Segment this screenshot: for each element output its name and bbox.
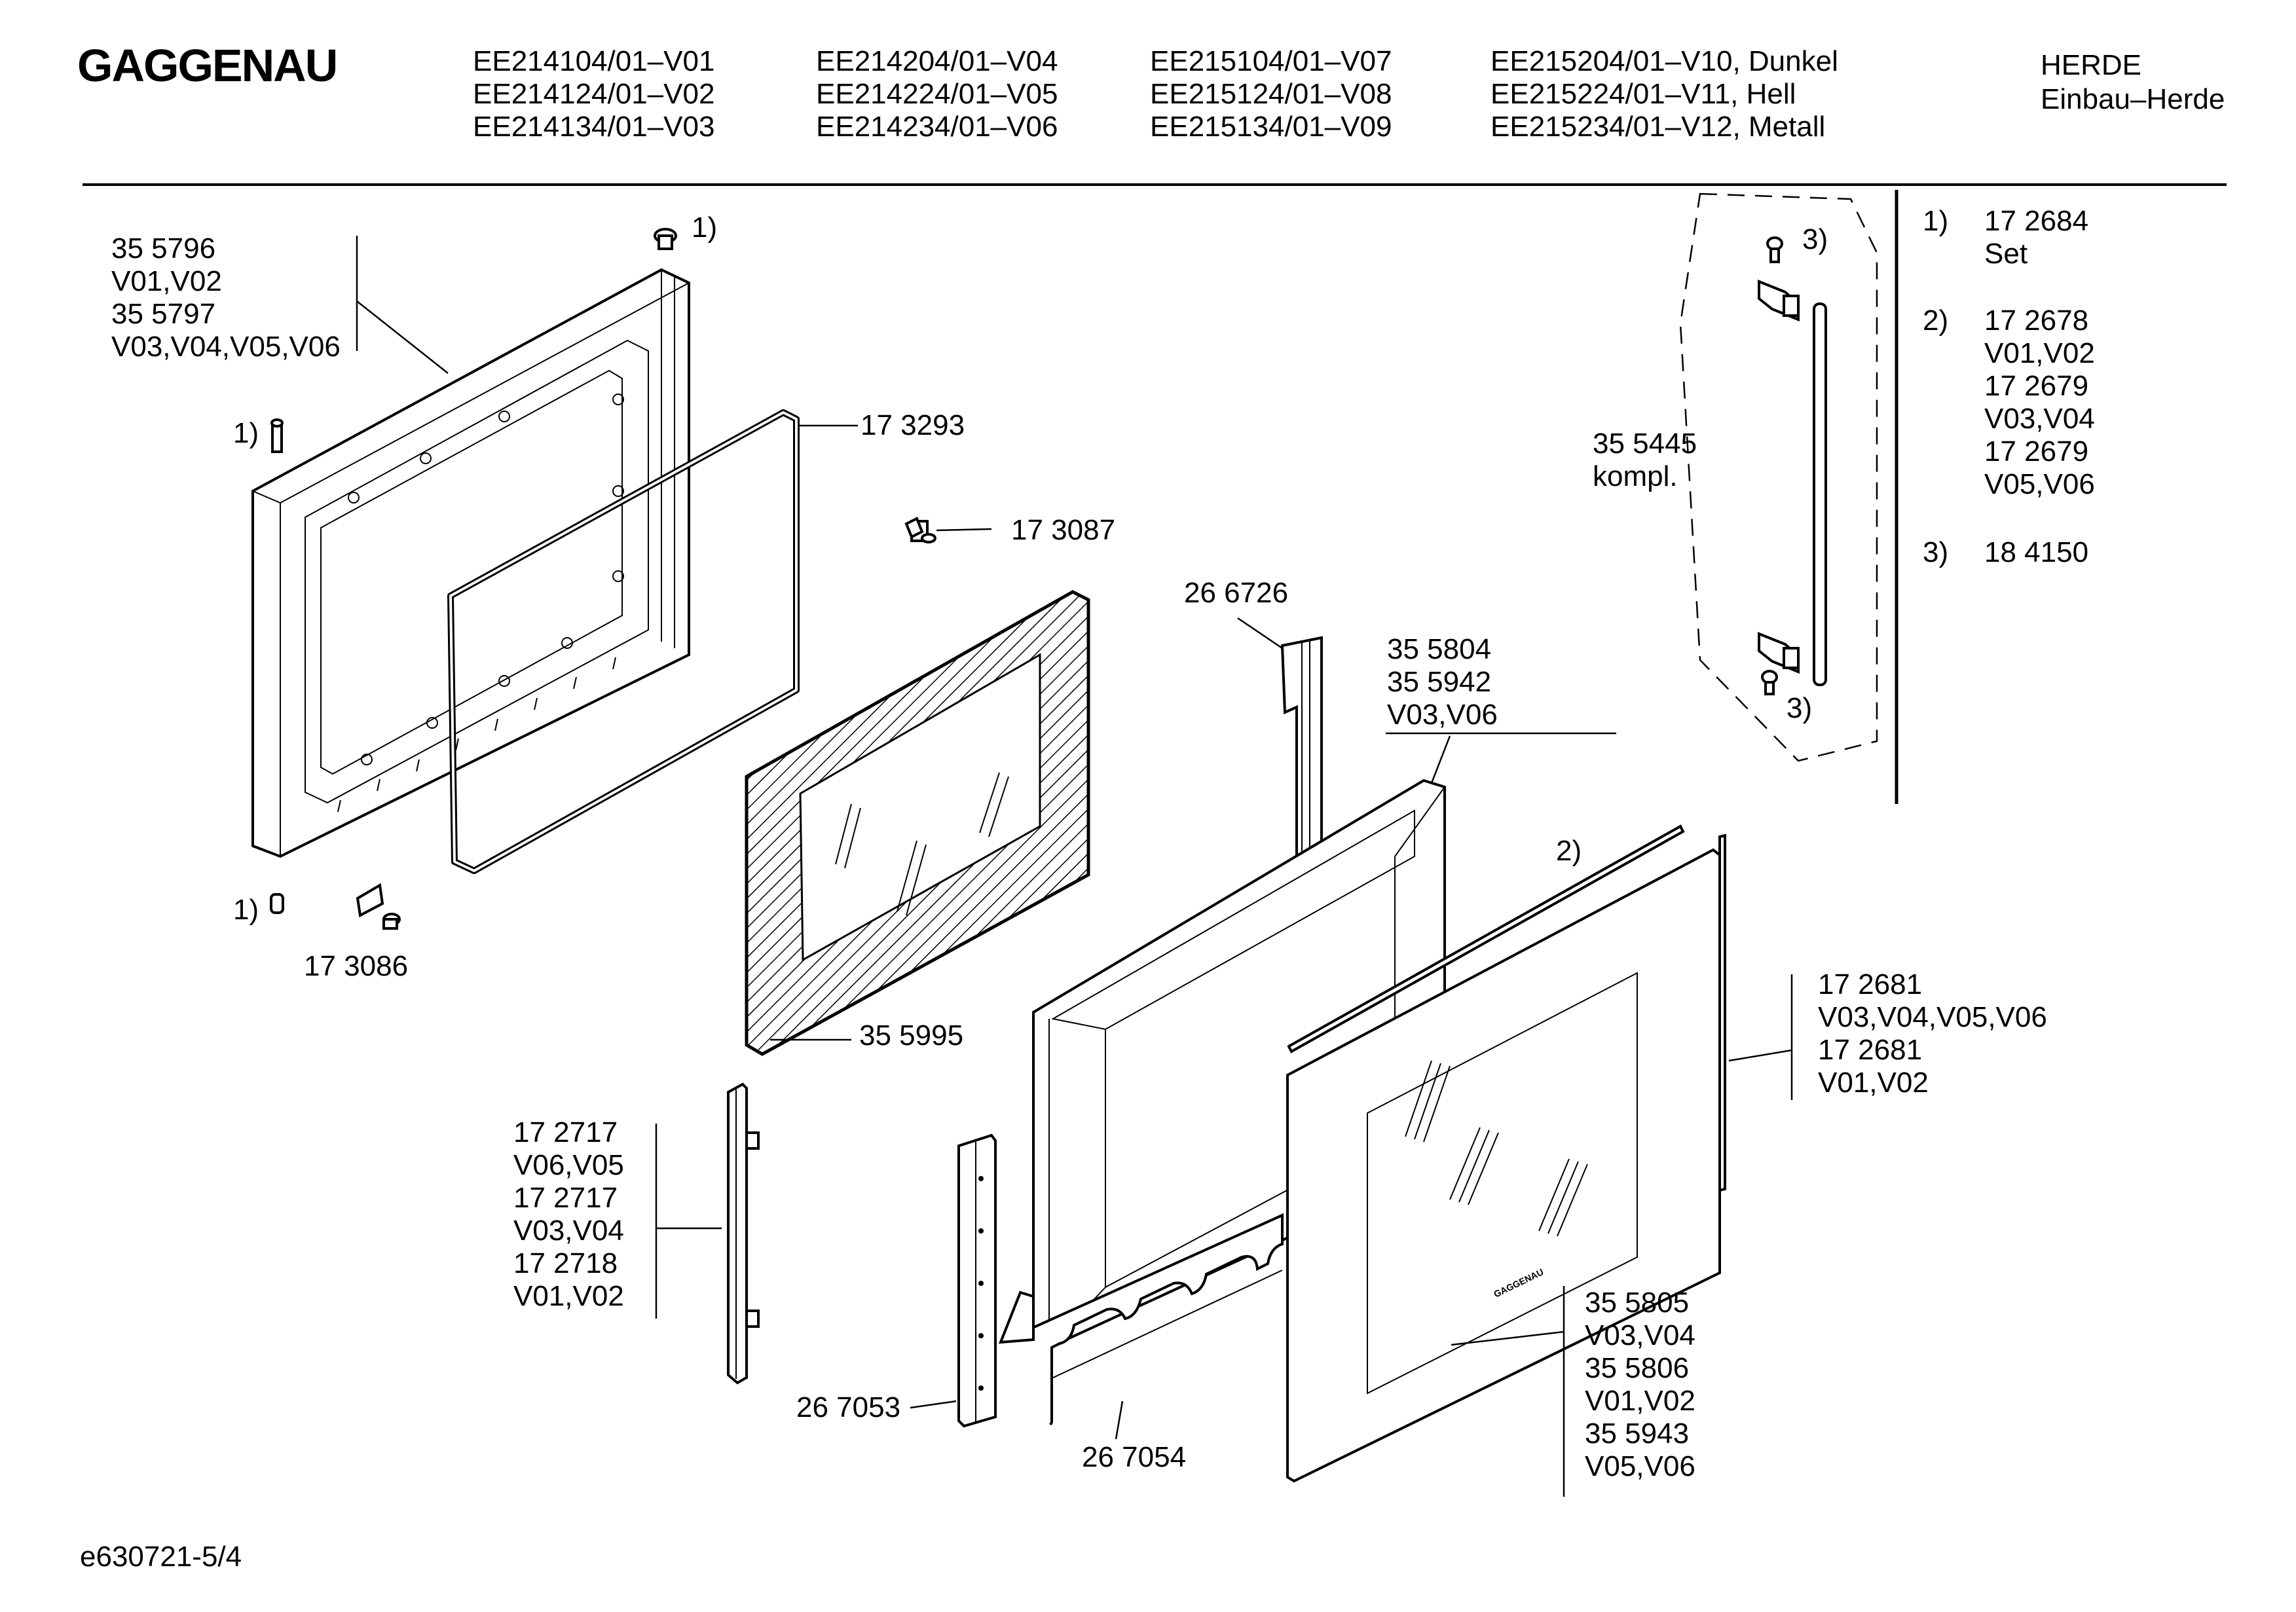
model-entry: EE214124/01–V02 [473,78,714,110]
model-entry: EE215204/01–V10, Dunkel [1491,45,1838,77]
legend-value: Set [1984,238,2028,270]
leader-line [1237,617,1283,650]
callout-ref: 3) [1787,692,1812,724]
leader-line [936,528,992,532]
callout-ref: 1) [233,894,259,926]
leader-line [1430,735,1451,784]
callout-ref: 3) [1802,223,1828,255]
callout-text: V01,V02 [111,265,222,297]
callout-text: 17 2717 [513,1116,618,1148]
callout-text: 17 3086 [304,950,408,982]
screw-part [904,517,936,543]
leader-line [356,301,449,374]
frame-pin-left [270,418,284,453]
legend-num: 1) [1923,205,1948,237]
callout-text: V03,V04 [513,1215,624,1247]
callout-text: V03,V04 [1585,1319,1695,1351]
legend-value: 17 2679 [1984,435,2088,467]
callout-text: 17 2718 [513,1247,618,1279]
callout-text: 17 3087 [1011,514,1115,546]
model-entry: EE215234/01–V12, Metall [1491,111,1825,143]
model-list: EE214104/01–V01 EE214124/01–V02 EE214134… [473,45,1838,143]
callout-text: V01,V02 [1585,1385,1695,1417]
screw-icon [1766,236,1783,263]
model-entry: EE214224/01–V05 [816,78,1058,110]
callout-text: V01,V02 [513,1280,624,1312]
legend-value: 18 4150 [1984,536,2088,568]
callout-text: kompl. [1593,460,1678,492]
vertical-rail-bottom [957,1133,997,1428]
model-entry: EE214104/01–V01 [473,45,714,77]
model-entry: EE214134/01–V03 [473,111,714,143]
callout-text: 17 2681 [1818,1034,1922,1066]
model-entry: EE215104/01–V07 [1150,45,1392,77]
category-title: HERDE [2041,49,2141,81]
callout-ref: 1) [692,211,717,244]
legend-value: 17 2684 [1984,205,2088,237]
legend-num: 3) [1923,536,1948,568]
document-id: e630721-5/4 [80,1541,242,1573]
category-subtitle: Einbau–Herde [2041,83,2225,115]
callout-text: 35 5445 [1593,428,1697,460]
callout-ref: 1) [233,417,259,449]
callout-text: 17 2681 [1818,968,1922,1000]
legend-value: 17 2678 [1984,304,2088,337]
brand-logo: GAGGENAU [77,40,337,91]
model-entry: EE215224/01–V11, Hell [1491,78,1796,110]
leader-line [1451,1330,1565,1346]
model-entry: EE215134/01–V09 [1150,111,1392,143]
gasket [447,409,800,874]
vertical-profile [1280,636,1323,870]
door-frame [251,268,690,858]
callout-text: 35 5796 [111,232,215,265]
trim-strip [1287,824,1685,1053]
inner-glass-panel [745,590,1090,1056]
callout-text: 35 5804 [1387,633,1491,665]
callout-text: 35 5995 [859,1019,963,1052]
callout-text: V03,V04,V05,V06 [1818,1001,2047,1033]
screw-icon [1761,670,1778,695]
callout-text: 26 7054 [1082,1441,1186,1473]
callout-ref: 2) [1556,835,1582,867]
callout-text: V03,V06 [1387,699,1498,731]
model-entry: EE214204/01–V04 [816,45,1058,77]
callout-text: 35 5943 [1585,1418,1689,1450]
callout-text: 17 3293 [861,409,965,441]
legend-value: V05,V06 [1984,468,2095,500]
frame-cap-bottom [270,893,284,914]
callout-text: 35 5942 [1387,666,1491,698]
legend-num: 2) [1923,304,1948,337]
callout-text: 35 5797 [111,298,215,330]
legend-value: V03,V04 [1984,403,2095,435]
callout-text: V01,V02 [1818,1067,1929,1099]
callout-text: 17 2717 [513,1182,618,1214]
leader-line [910,1400,957,1409]
legend-value: V01,V02 [1984,337,2095,369]
legend-value: 17 2679 [1984,370,2088,402]
callout-text: 26 7053 [796,1391,900,1423]
callout-text: V06,V05 [513,1149,624,1181]
leader-line [1115,1401,1124,1440]
callout-text: V05,V06 [1585,1450,1695,1482]
legend: 1) 17 2684 Set 2) 17 2678 V01,V02 17 267… [1923,205,2095,568]
frame-pin-top [654,228,677,250]
outer-front-glass: GAGGENAU [1286,848,1721,1483]
leader-line [1728,1049,1792,1062]
handle-kit [1679,192,1878,762]
side-rail [727,1082,760,1385]
model-entry: EE214234/01–V06 [816,111,1058,143]
callout-text: 35 5805 [1585,1287,1689,1319]
callout-text: 26 6726 [1184,577,1288,609]
callout-text: V03,V04,V05,V06 [111,331,341,363]
callout-text: 35 5806 [1585,1352,1689,1384]
model-entry: EE215124/01–V08 [1150,78,1392,110]
hinge-small-part [356,883,401,930]
